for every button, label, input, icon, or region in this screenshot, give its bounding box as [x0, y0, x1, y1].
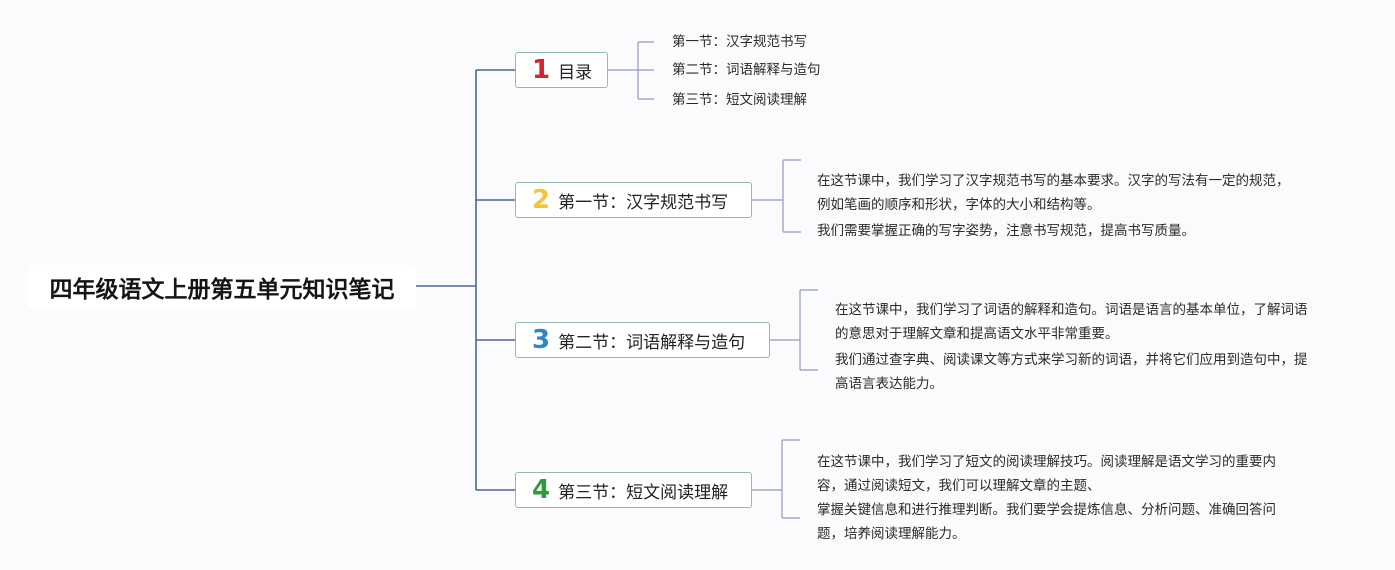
number-badge-3: 3: [532, 325, 551, 355]
note-line: 的意思对于理解文章和提高语文水平非常重要。: [835, 326, 1119, 342]
note-line: 我们需要掌握正确的写字姿势，注意书写规范，提高书写质量。: [817, 223, 1195, 239]
note-paragraph[interactable]: 我们需要掌握正确的写字姿势，注意书写规范，提高书写质量。: [817, 219, 1195, 243]
number-badge-2: 2: [532, 185, 551, 215]
connector-b1: [608, 41, 654, 100]
root-topic[interactable]: 四年级语文上册第五单元知识笔记: [28, 265, 416, 309]
note-paragraph[interactable]: 在这节课中，我们学习了词语的解释和造句。词语是语言的基本单位，了解词语 的意思对…: [835, 298, 1308, 346]
toc-item-2[interactable]: 第二节：词语解释与造句: [672, 62, 821, 78]
connector-b4: [752, 439, 800, 519]
branch-label: 第一节：汉字规范书写: [558, 192, 729, 213]
note-line: 容，通过阅读短文，我们可以理解文章的主题、: [817, 478, 1101, 494]
branch-toc[interactable]: 1 目录: [515, 52, 608, 88]
note-line: 掌握关键信息和进行推理判断。我们要学会提炼信息、分析问题、准确回答问: [817, 502, 1276, 518]
branch-label: 第二节：词语解释与造句: [558, 332, 746, 353]
note-line: 在这节课中，我们学习了汉字规范书写的基本要求。汉字的写法有一定的规范，: [817, 173, 1290, 189]
note-line: 我们通过查字典、阅读课文等方式来学习新的词语，并将它们应用到造句中，提: [835, 352, 1308, 368]
note-paragraph[interactable]: 我们通过查字典、阅读课文等方式来学习新的词语，并将它们应用到造句中，提 高语言表…: [835, 348, 1308, 396]
number-badge-1: 1: [532, 55, 551, 85]
connector-b2: [752, 159, 801, 233]
connector-b3: [770, 289, 818, 371]
note-line: 高语言表达能力。: [835, 376, 943, 392]
toc-item-3[interactable]: 第三节：短文阅读理解: [672, 92, 807, 108]
branch-section-2[interactable]: 3 第二节：词语解释与造句: [515, 322, 770, 358]
branch-section-3[interactable]: 4 第三节：短文阅读理解: [515, 472, 752, 508]
root-title: 四年级语文上册第五单元知识笔记: [49, 277, 395, 303]
note-paragraph[interactable]: 掌握关键信息和进行推理判断。我们要学会提炼信息、分析问题、准确回答问 题，培养阅…: [817, 498, 1276, 546]
note-line: 在这节课中，我们学习了词语的解释和造句。词语是语言的基本单位，了解词语: [835, 302, 1308, 318]
note-paragraph[interactable]: 在这节课中，我们学习了汉字规范书写的基本要求。汉字的写法有一定的规范， 例如笔画…: [817, 169, 1290, 217]
note-paragraph[interactable]: 在这节课中，我们学习了短文的阅读理解技巧。阅读理解是语文学习的重要内 容，通过阅…: [817, 450, 1276, 498]
number-badge-4: 4: [532, 475, 551, 505]
note-line: 在这节课中，我们学习了短文的阅读理解技巧。阅读理解是语文学习的重要内: [817, 454, 1276, 470]
branch-label: 第三节：短文阅读理解: [558, 482, 729, 503]
branch-section-1[interactable]: 2 第一节：汉字规范书写: [515, 182, 752, 218]
toc-item-1[interactable]: 第一节：汉字规范书写: [672, 34, 807, 50]
note-line: 题，培养阅读理解能力。: [817, 526, 966, 542]
note-line: 例如笔画的顺序和形状，字体的大小和结构等。: [817, 197, 1101, 213]
branch-label: 目录: [558, 62, 593, 83]
